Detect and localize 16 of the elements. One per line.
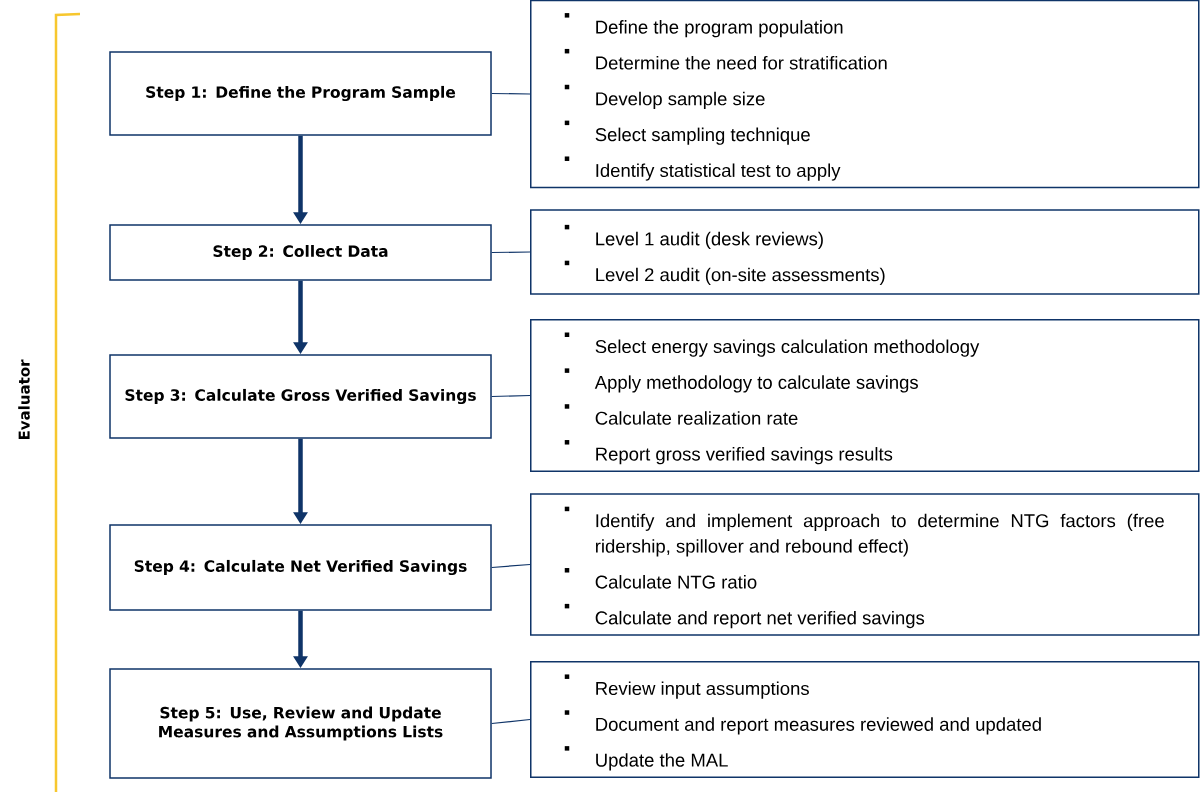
list-box: Review input assumptions Document and report measures reviewed and updated Update the MAL (530, 661, 1200, 778)
connector-line (491, 92, 531, 95)
step-box: Step 5: Use, Review and Update Measures and Assumptions Lists (109, 668, 492, 779)
list-box: Define the program population Determine the need for stratification Develop sample size Select sampling technique Identify statistical test to apply (530, 0, 1200, 189)
connector-line (491, 394, 531, 398)
side-label: Evaluator (18, 359, 30, 440)
step-box: Step 2: Collect Data (109, 224, 492, 281)
step-box: Step 1: Define the Program Sample (109, 51, 492, 136)
list-box: Level 1 audit (desk reviews) Level 2 audit (on-site assessments) (530, 209, 1200, 295)
step-box: Step 4: Calculate Net Verified Savings (109, 524, 492, 611)
connector-line (491, 563, 531, 569)
list-box: Identify and implement approach to determine NTG factors (free ridership, spillover and rebound effect) Calculate NTG ratio Calculate and report net verified savings (530, 493, 1200, 636)
step-box: Step 3: Calculate Gross Verified Savings (109, 354, 492, 439)
connector-line (491, 251, 531, 254)
list-box: Select energy savings calculation methodology Apply methodology to calculate savings Calculate realization rate Report gross verified savings results (530, 319, 1200, 472)
connector-line (491, 718, 531, 725)
